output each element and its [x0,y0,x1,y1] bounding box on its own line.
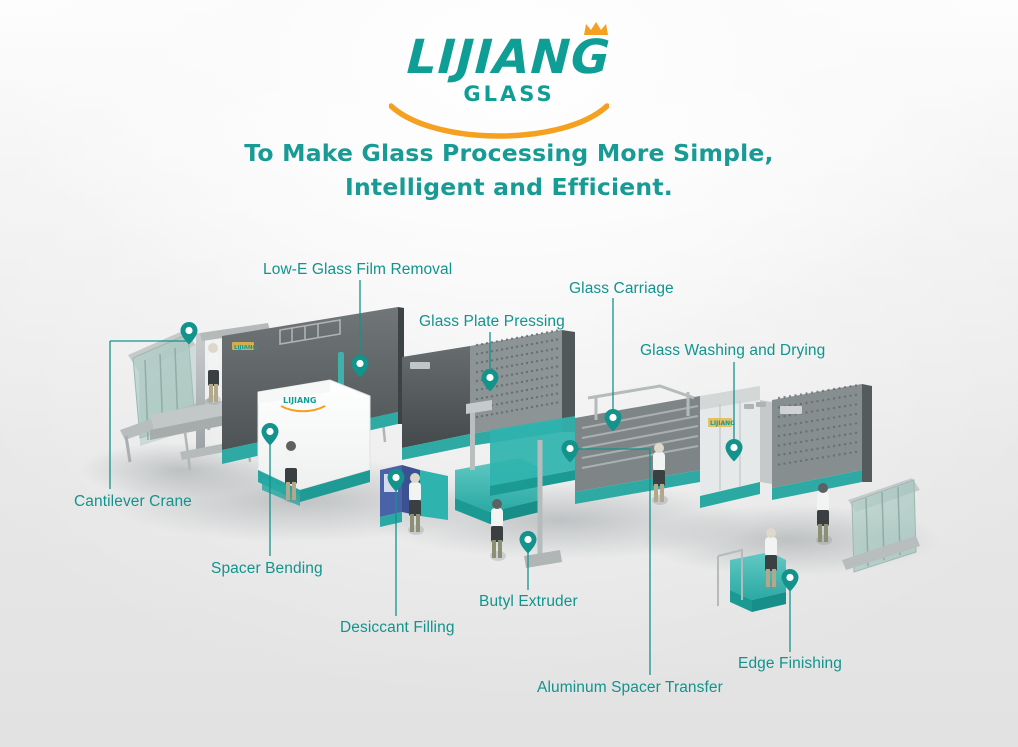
pin-low-e-glass-film-removal[interactable] [351,355,369,378]
pin-cantilever-crane[interactable] [180,322,198,345]
pin-desiccant-filling[interactable] [387,469,405,492]
worker-figures [207,343,832,590]
svg-text:LIJIANG: LIJIANG [710,420,735,427]
pin-edge-finishing[interactable] [781,569,799,592]
callout-pins [180,322,799,592]
pin-glass-carriage[interactable] [604,409,622,432]
callout-label-desiccant-filling[interactable]: Desiccant Filling [340,619,455,636]
leader-aluminum-spacer-transfer [570,448,651,675]
glass-carriage [490,416,575,568]
logo-lockup: LIJIANG GLASS [389,22,612,139]
callout-label-low-e-glass-film-removal[interactable]: Low-E Glass Film Removal [263,261,453,278]
pin-glass-washing-and-drying[interactable] [725,439,743,462]
callout-label-glass-washing-and-drying[interactable]: Glass Washing and Drying [640,342,826,359]
callout-leader-lines [109,280,791,675]
callout-label-aluminum-spacer-transfer[interactable]: Aluminum Spacer Transfer [537,679,723,696]
callout-label-butyl-extruder[interactable]: Butyl Extruder [479,593,578,610]
pin-glass-plate-pressing[interactable] [481,369,499,392]
edge-finishing-machine [772,384,872,500]
callout-label-glass-plate-pressing[interactable]: Glass Plate Pressing [419,313,565,330]
svg-text:LIJIANG: LIJIANG [283,396,316,405]
tagline-line-1: To Make Glass Processing More Simple, [244,139,774,167]
pin-spacer-bending[interactable] [261,423,279,446]
callout-label-spacer-bending[interactable]: Spacer Bending [211,560,323,577]
callout-label-edge-finishing[interactable]: Edge Finishing [738,655,842,672]
brand-subtitle: GLASS [463,82,555,106]
brand-logo: LIJIANG GLASS [0,22,1018,139]
tagline-line-2: Intelligent and Efficient. [345,173,673,201]
output-glass-rack [842,478,920,573]
svg-text:LIJIANG: LIJIANG [234,345,258,351]
pin-aluminum-spacer-transfer[interactable] [561,440,579,463]
callout-label-cantilever-crane[interactable]: Cantilever Crane [74,493,192,510]
crown-icon [583,22,608,35]
callout-label-glass-carriage[interactable]: Glass Carriage [569,280,674,297]
aluminum-spacer-transfer [575,384,700,504]
tagline: To Make Glass Processing More Simple, In… [0,136,1018,204]
swoosh-icon [389,103,610,139]
pin-butyl-extruder[interactable] [519,531,537,554]
